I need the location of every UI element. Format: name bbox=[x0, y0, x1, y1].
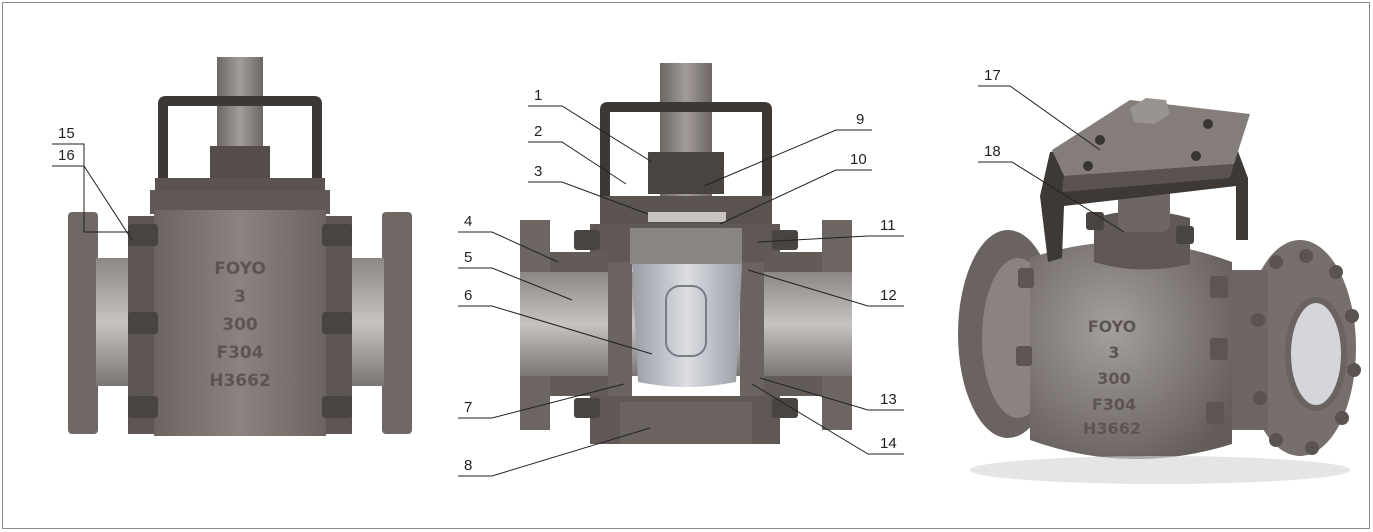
iso-marking-class: 300 bbox=[1097, 369, 1130, 388]
callout-15: 15 bbox=[52, 125, 130, 233]
svg-text:14: 14 bbox=[880, 435, 897, 452]
front-view: FOYO 3 300 F304 H3662 bbox=[68, 57, 412, 436]
svg-text:16: 16 bbox=[58, 147, 75, 164]
iso-bore bbox=[1285, 297, 1347, 411]
iso-marking-heat: H3662 bbox=[1083, 419, 1141, 438]
callout-8: 8 bbox=[458, 427, 651, 477]
left-flange bbox=[68, 212, 98, 434]
svg-text:8: 8 bbox=[464, 457, 472, 474]
svg-text:2: 2 bbox=[534, 123, 542, 140]
body-marking-brand: FOYO bbox=[214, 259, 266, 279]
svg-text:5: 5 bbox=[464, 249, 472, 266]
callout-7: 7 bbox=[458, 383, 625, 419]
iso-stem-hex bbox=[1130, 98, 1170, 124]
callout-13: 13 bbox=[759, 377, 904, 411]
ball-top bbox=[630, 228, 742, 264]
callout-14: 14 bbox=[751, 383, 904, 455]
iso-marking-brand: FOYO bbox=[1088, 317, 1137, 336]
ball-port bbox=[665, 285, 707, 357]
svg-text:13: 13 bbox=[880, 391, 897, 408]
body-marking-heat: H3662 bbox=[209, 371, 271, 391]
callout-12: 12 bbox=[747, 269, 904, 307]
callout-10: 10 bbox=[719, 151, 872, 225]
callout-17: 17 bbox=[978, 67, 1101, 151]
svg-text:18: 18 bbox=[984, 143, 1001, 160]
iso-marking-size: 3 bbox=[1108, 343, 1119, 362]
callout-11: 11 bbox=[757, 217, 904, 243]
body-marking-material: F304 bbox=[216, 343, 263, 363]
section-bracket bbox=[600, 102, 772, 196]
svg-text:6: 6 bbox=[464, 287, 472, 304]
svg-text:12: 12 bbox=[880, 287, 897, 304]
callout-18: 18 bbox=[978, 143, 1125, 233]
isometric-view: FOYO 3 300 F304 H3662 bbox=[958, 98, 1361, 484]
svg-text:3: 3 bbox=[534, 163, 542, 180]
svg-text:4: 4 bbox=[464, 213, 472, 230]
valve-body bbox=[154, 210, 326, 436]
callout-6: 6 bbox=[458, 287, 653, 355]
svg-text:9: 9 bbox=[856, 111, 864, 128]
svg-text:7: 7 bbox=[464, 399, 472, 416]
right-flange bbox=[382, 212, 412, 434]
iso-flange-bolts bbox=[1251, 249, 1361, 455]
svg-text:1: 1 bbox=[534, 87, 542, 104]
callout-16: 16 bbox=[52, 147, 133, 241]
svg-text:17: 17 bbox=[984, 67, 1001, 84]
callout-1: 1 bbox=[528, 87, 653, 163]
ball bbox=[632, 264, 742, 387]
iso-body-bolts bbox=[1016, 268, 1228, 424]
mounting-bracket bbox=[158, 96, 322, 190]
iso-marking-material: F304 bbox=[1092, 395, 1136, 414]
callout-5: 5 bbox=[458, 249, 573, 301]
svg-text:11: 11 bbox=[880, 217, 896, 234]
callout-9: 9 bbox=[703, 111, 872, 187]
svg-text:10: 10 bbox=[850, 151, 867, 168]
callout-4: 4 bbox=[458, 213, 559, 263]
body-marking-class: 300 bbox=[222, 315, 258, 335]
gland-nut bbox=[210, 146, 270, 180]
section-view bbox=[520, 63, 852, 444]
section-bolts bbox=[574, 230, 798, 418]
section-gland bbox=[648, 152, 724, 194]
callout-3: 3 bbox=[528, 163, 649, 215]
trunnion bbox=[620, 402, 752, 444]
callout-2: 2 bbox=[528, 123, 627, 185]
body-marking-size: 3 bbox=[234, 287, 246, 307]
iso-body bbox=[1030, 241, 1232, 460]
packing bbox=[648, 212, 726, 222]
svg-text:15: 15 bbox=[58, 125, 75, 142]
body-bolts bbox=[128, 224, 352, 418]
bonnet-plate bbox=[155, 178, 325, 192]
